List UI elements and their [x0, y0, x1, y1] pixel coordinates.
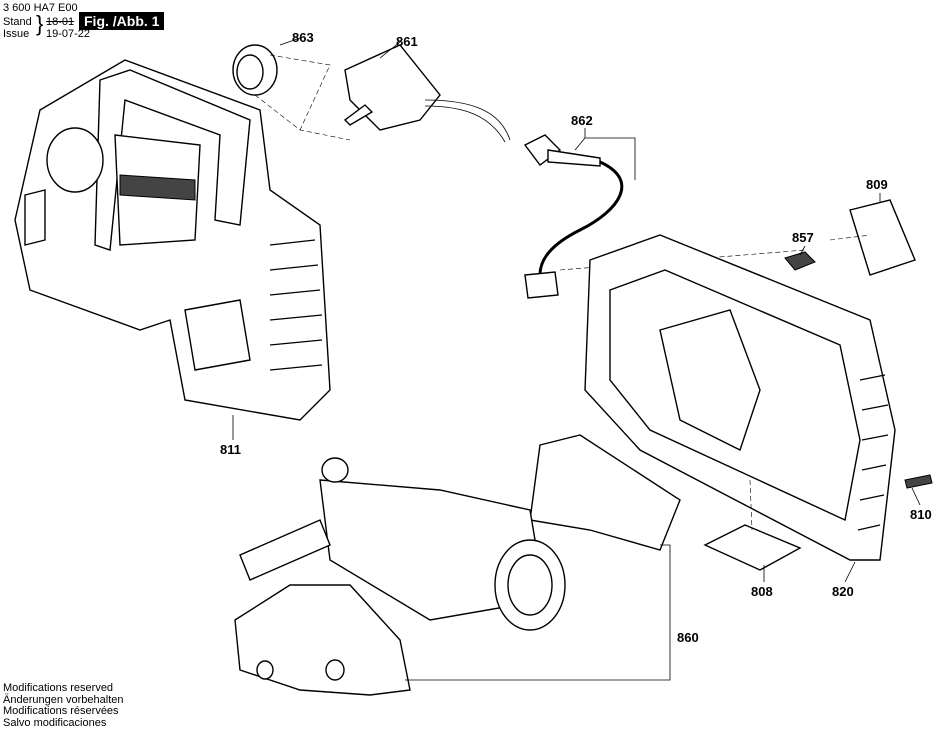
footer-line: Salvo modificaciones [3, 716, 107, 729]
figure-label: Fig. /Abb. 1 [79, 12, 165, 30]
footer-notice: Modifications reserved Änderungen vorbeh… [3, 682, 124, 729]
rear-housing-drawing [584, 234, 896, 561]
old-date: 18-01 [46, 16, 75, 28]
part-label-820: 820 [832, 584, 854, 599]
part-label-857: 857 [792, 230, 814, 245]
switch-drawing [343, 44, 511, 143]
part-label-811: 811 [220, 442, 241, 457]
cap-drawing [784, 251, 816, 271]
doc-number: 3 600 HA7 E00 [3, 2, 78, 14]
part-label-860: 860 [677, 630, 699, 645]
footer-line: Modifications réservées [3, 705, 119, 717]
brace: } [36, 11, 44, 36]
issue-date: 19-07-22 [46, 28, 91, 40]
issue-label: Issue [3, 28, 30, 40]
part-label-809: 809 [866, 177, 888, 192]
stand-label: Stand [3, 16, 32, 28]
label-808-drawing [703, 524, 802, 571]
knob-drawing [232, 44, 351, 141]
front-housing-drawing [14, 59, 331, 421]
part-label-808: 808 [751, 584, 773, 599]
part-label-810: 810 [910, 507, 932, 522]
power-cord-drawing [523, 134, 624, 299]
motor-pump-drawing [234, 434, 681, 696]
part-label-863: 863 [292, 30, 314, 45]
footer-line: Änderungen vorbehalten [3, 693, 124, 706]
footer-line: Modifications reserved [3, 682, 114, 694]
label-809-drawing [849, 199, 916, 276]
screw-drawing [904, 474, 933, 489]
part-label-862: 862 [571, 113, 593, 128]
part-label-861: 861 [396, 34, 418, 49]
